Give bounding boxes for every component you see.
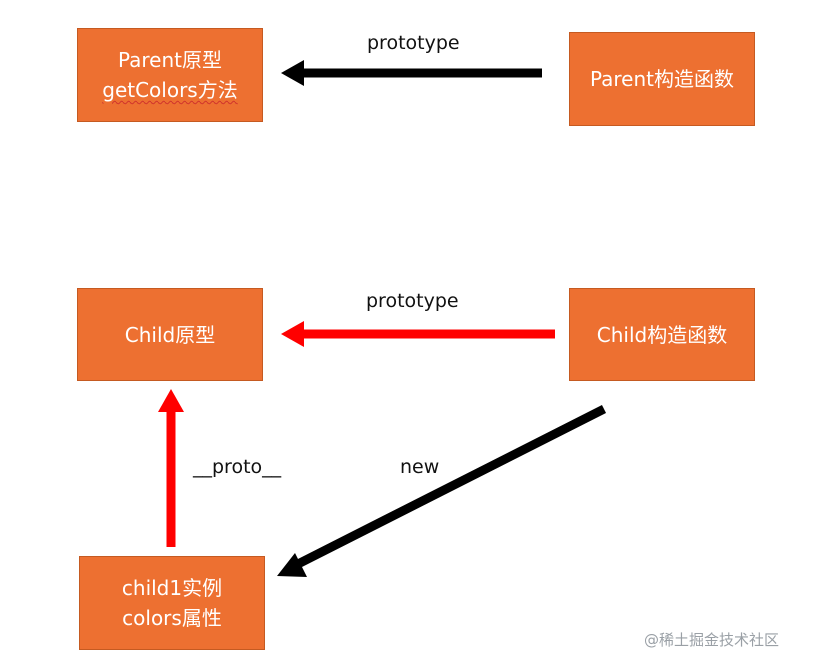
arrow-child-proto (158, 389, 184, 547)
child-prototype-title: Child原型 (124, 322, 216, 347)
new-edge-label: new (400, 456, 440, 478)
parent-prototype-title: Parent原型 (117, 48, 223, 72)
arrow-new (277, 404, 607, 577)
arrow-child-prototype-head (281, 321, 304, 347)
parent-prototype-box: Parent原型 getColors方法 (77, 28, 263, 122)
child-constructor-title: Child构造函数 (596, 322, 728, 347)
arrow-parent-prototype-head (281, 60, 304, 86)
child1-instance-title: child1实例 (121, 576, 223, 600)
child-prototype-edge-label: prototype (366, 290, 459, 312)
arrow-child-proto-head (158, 389, 184, 412)
child-prototype-box: Child原型 (77, 288, 263, 381)
child-constructor-box: Child构造函数 (569, 288, 755, 381)
proto-edge-label: __proto__ (193, 456, 282, 478)
child1-instance-box: child1实例 colors属性 (79, 556, 265, 650)
parent-prototype-edge-label: prototype (367, 32, 460, 54)
arrow-new-shaft (293, 404, 607, 570)
arrow-parent-prototype (281, 60, 542, 86)
parent-prototype-method: getColors方法 (102, 75, 237, 105)
arrow-new-head (277, 553, 307, 577)
watermark: @稀土掘金技术社区 (644, 631, 780, 649)
parent-constructor-box: Parent构造函数 (569, 32, 755, 126)
spellcheck-underline-getcolors: getColors方法 (102, 78, 238, 102)
child1-instance-property: colors属性 (122, 606, 222, 630)
parent-constructor-title: Parent构造函数 (589, 67, 735, 91)
arrow-child-prototype (281, 321, 555, 347)
